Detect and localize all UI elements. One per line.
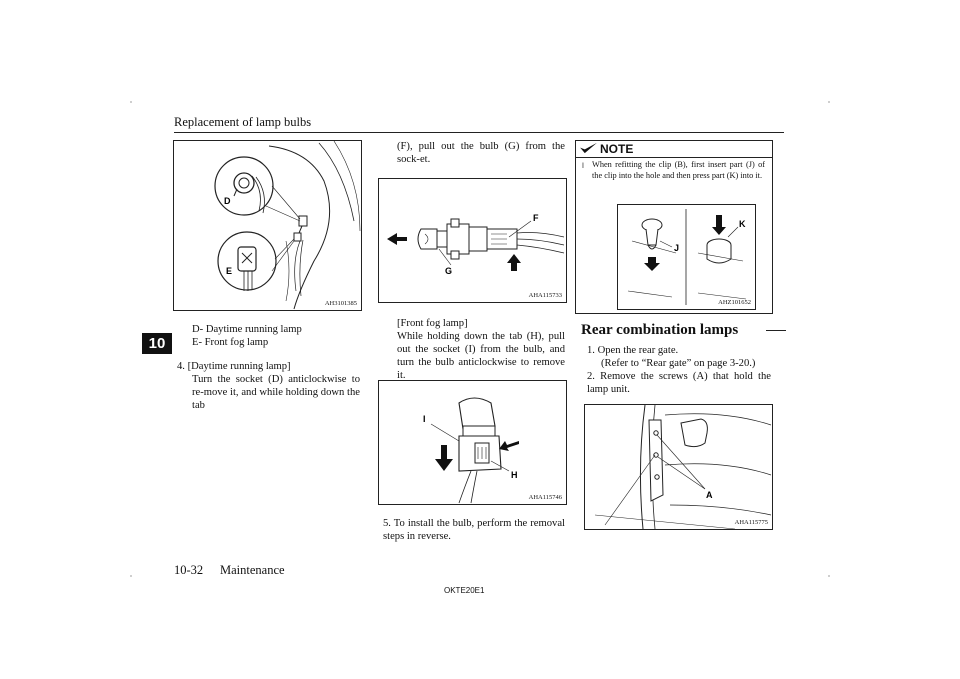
note-text: When refitting the clip (B), first inser…	[592, 160, 765, 180]
figure-daytime-fog-lamp: D E AH3101385	[173, 140, 362, 311]
rear-step-2: 2. Remove the screws (A) that hold the l…	[587, 371, 771, 395]
note-label: NOTE	[600, 142, 634, 156]
label-a: A	[706, 490, 713, 500]
label-j: J	[674, 243, 679, 253]
figure-code: AHA115775	[734, 519, 768, 526]
note-box: NOTE l When refitting the clip (B), firs…	[575, 140, 773, 314]
figure-fog-lamp-socket: I H AHA115746	[378, 380, 567, 505]
chapter-tab: 10	[142, 333, 172, 354]
corner-dot	[130, 575, 132, 577]
figure-bulb-socket: F G AHA115733	[378, 178, 567, 303]
figure-3-drawing: I H	[423, 397, 519, 504]
figure-clip: J K AHZ101652	[617, 204, 756, 310]
document-code: OKTE20E1	[444, 586, 485, 595]
figure-4-drawing: J K	[627, 209, 747, 305]
label-d: D	[224, 196, 231, 206]
label-e: E	[226, 266, 232, 276]
label-h: H	[511, 470, 518, 480]
rear-step-1: 1. Open the rear gate.	[587, 345, 679, 356]
label-g: G	[445, 266, 452, 276]
bulb-removal-continued: (F), pull out the bulb (G) from the sock…	[397, 141, 565, 165]
note-bullet-icon: l	[582, 162, 584, 170]
legend-e: E- Front fog lamp	[192, 337, 269, 348]
rear-step-1-ref: (Refer to “Rear gate” on page 3-20.)	[601, 358, 756, 369]
footer-section: Maintenance	[220, 563, 285, 577]
step-4-body: Turn the socket (D) anticlockwise to re-…	[192, 374, 360, 411]
corner-dot	[130, 101, 132, 103]
figure-5-drawing: A	[594, 405, 772, 529]
note-header: NOTE	[576, 141, 772, 158]
label-i: I	[423, 414, 426, 424]
label-k: K	[739, 219, 746, 229]
fog-lamp-heading: [Front fog lamp]	[397, 318, 468, 329]
figure-code: AHA115746	[528, 494, 562, 501]
page-header-title: Replacement of lamp bulbs	[174, 115, 312, 129]
figure-rear-lamp-unit: A AHA115775	[584, 404, 773, 530]
step-4-heading: 4. [Daytime running lamp]	[177, 361, 291, 372]
fog-lamp-body: While holding down the tab (H), pull out…	[397, 331, 565, 381]
corner-dot	[828, 575, 830, 577]
note-check-icon	[580, 142, 597, 154]
label-f: F	[533, 213, 539, 223]
corner-dot	[828, 101, 830, 103]
figure-code: AHZ101652	[718, 299, 751, 306]
figure-2-drawing: F G	[387, 213, 565, 276]
header-rule	[174, 132, 784, 133]
figure-code: AHA115733	[528, 292, 562, 299]
figure-code: AH3101385	[324, 300, 357, 307]
page-number: 10-32	[174, 563, 204, 577]
section-title-rear-combination: Rear combination lamps	[581, 322, 739, 338]
section-rule	[766, 330, 786, 331]
figure-1-drawing: D E	[214, 141, 361, 310]
step-5-text: 5. To install the bulb, perform the remo…	[383, 518, 565, 542]
legend-d: D- Daytime running lamp	[192, 324, 302, 335]
